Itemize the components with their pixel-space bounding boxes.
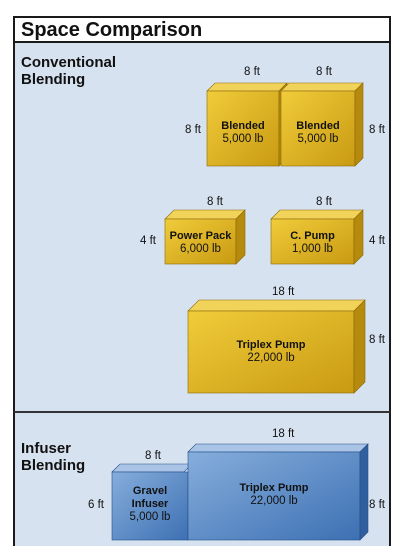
blended-2-name: Blended [296, 120, 340, 132]
power-pack-side-dim: 4 ft [140, 235, 156, 247]
conventional-blending-label: Conventional Blending [21, 54, 116, 88]
gravel-infuser-box [111, 463, 193, 541]
gravel-infuser-top-dim: 8 ft [145, 450, 161, 462]
power-pack-name: Power Pack [169, 230, 232, 242]
c-pump-top-dim: 8 ft [316, 196, 332, 208]
triplex-conventional-top-dim: 18 ft [272, 286, 295, 298]
triplex-pump-box-infuser [187, 443, 369, 541]
triplex-infuser-name: Triplex Pump [239, 482, 309, 494]
c-pump-weight: 1,000 lb [292, 243, 333, 255]
blended-2-top-dim: 8 ft [316, 66, 332, 78]
infuser-blending-label: Infuser Blending [21, 440, 85, 474]
blended-1-side-dim: 8 ft [185, 124, 201, 136]
conventional-label-line2: Blending [21, 71, 86, 88]
power-pack-top-dim: 8 ft [207, 196, 223, 208]
power-pack-label: Power Pack 6,000 lb [165, 230, 236, 256]
c-pump-box [270, 209, 364, 265]
gravel-infuser-name-line1: Gravel [132, 485, 168, 497]
blended-box-2 [280, 82, 364, 167]
gravel-infuser-weight: 5,000 lb [129, 511, 171, 523]
blended-1-name: Blended [221, 120, 265, 132]
triplex-infuser-side-dim: 8 ft [369, 499, 385, 511]
blended-1-label: Blended 5,000 lb [207, 120, 279, 146]
power-pack-weight: 6,000 lb [180, 243, 221, 255]
blended-2-side-dim: 8 ft [369, 124, 385, 136]
triplex-infuser-weight: 22,000 lb [250, 495, 298, 507]
triplex-infuser-top-dim: 18 ft [272, 428, 295, 440]
triplex-conventional-weight: 22,000 lb [247, 352, 295, 364]
blended-2-weight: 5,000 lb [297, 133, 339, 145]
blended-1-weight: 5,000 lb [222, 133, 264, 145]
triplex-conventional-side-dim: 8 ft [369, 334, 385, 346]
c-pump-label: C. Pump 1,000 lb [271, 230, 354, 256]
triplex-infuser-label: Triplex Pump 22,000 lb [188, 482, 360, 508]
infuser-label-line2: Blending [21, 457, 86, 474]
gravel-infuser-label: Gravel Infuser 5,000 lb [112, 485, 188, 524]
c-pump-name: C. Pump [290, 230, 335, 242]
infuser-label-line1: Infuser [21, 440, 72, 457]
triplex-conventional-label: Triplex Pump 22,000 lb [188, 339, 354, 365]
triplex-pump-box-conventional [187, 299, 366, 394]
figure-title: Space Comparison [13, 16, 391, 43]
power-pack-box [164, 209, 246, 265]
c-pump-side-dim: 4 ft [369, 235, 385, 247]
triplex-conventional-name: Triplex Pump [236, 339, 306, 351]
blended-1-top-dim: 8 ft [244, 66, 260, 78]
gravel-infuser-name-line2: Infuser [131, 498, 169, 510]
conventional-label-line1: Conventional [21, 54, 117, 71]
blended-2-label: Blended 5,000 lb [281, 120, 355, 146]
gravel-infuser-side-dim: 6 ft [88, 499, 104, 511]
